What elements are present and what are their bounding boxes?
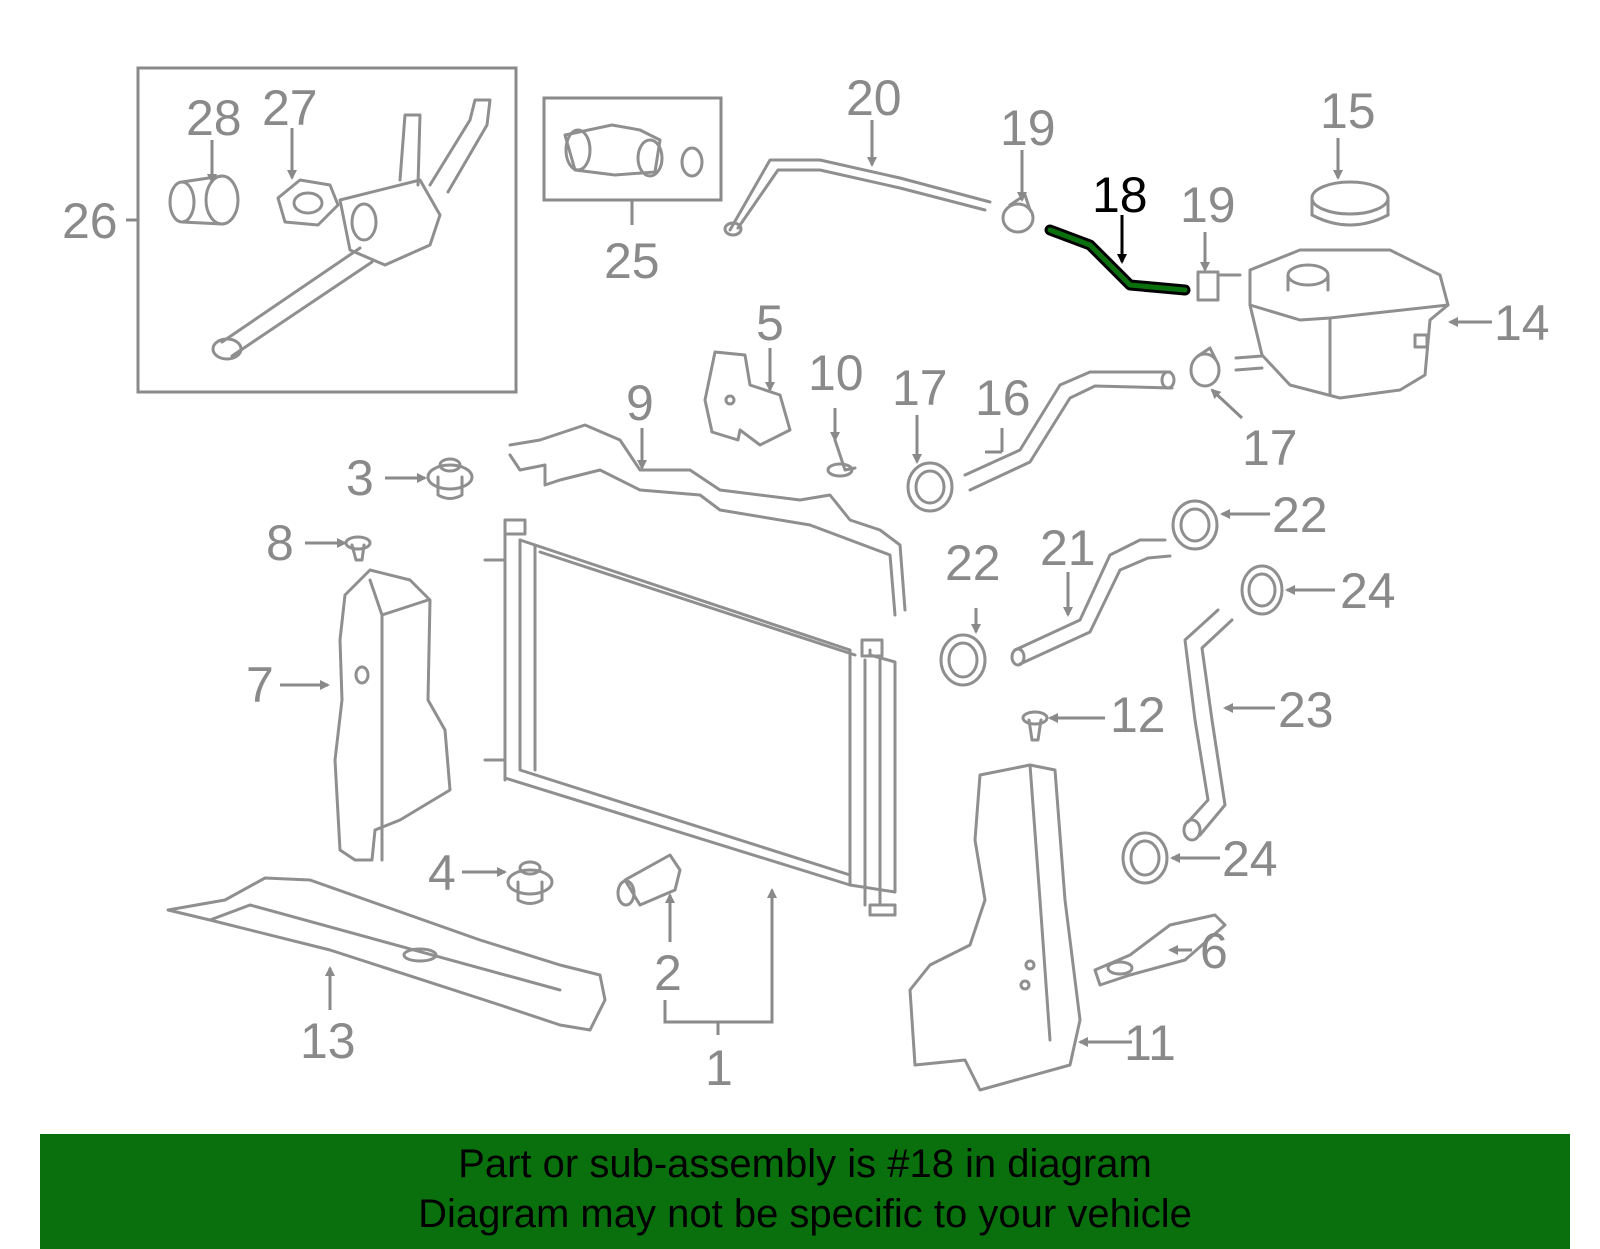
part-23-hose xyxy=(1182,608,1234,842)
callout-6: 6 xyxy=(1200,923,1228,979)
part-20-pipe xyxy=(723,158,992,237)
part-17-clamp-left xyxy=(906,461,954,513)
callout-10: 10 xyxy=(808,345,864,401)
part-18-hose-highlighted xyxy=(1044,224,1191,296)
part-24-clamp-lower xyxy=(1121,831,1169,885)
callout-22-right: 22 xyxy=(1272,487,1328,543)
part-19-clamp-right xyxy=(1196,270,1242,302)
callout-17-left: 17 xyxy=(892,360,948,416)
callout-14: 14 xyxy=(1494,295,1550,351)
callout-labels: 28 27 26 25 20 19 18 19 15 14 5 10 17 16… xyxy=(62,70,1550,1096)
callout-2: 2 xyxy=(654,945,682,1001)
part-10-clip xyxy=(826,438,857,478)
callout-23: 23 xyxy=(1278,682,1334,738)
callout-17-right: 17 xyxy=(1242,420,1298,476)
part-17-clamp-right xyxy=(1189,346,1221,388)
part-11-side-panel xyxy=(908,763,1082,1092)
part-9-support xyxy=(508,423,907,617)
part-22-clamp-right xyxy=(1171,499,1219,551)
callout-21: 21 xyxy=(1040,520,1096,576)
callout-16: 16 xyxy=(975,370,1031,426)
part-19-clamp-left xyxy=(1001,193,1035,234)
part-thermostat-gasket xyxy=(276,178,340,227)
callout-25: 25 xyxy=(604,233,660,289)
part-14-reservoir xyxy=(1234,248,1450,400)
callout-5: 5 xyxy=(756,295,784,351)
callout-11: 11 xyxy=(1124,1015,1176,1071)
callout-26: 26 xyxy=(62,193,118,249)
info-banner: Part or sub-assembly is #18 in diagram D… xyxy=(40,1134,1570,1249)
callout-20: 20 xyxy=(846,70,902,126)
callout-19-right: 19 xyxy=(1180,177,1236,233)
callout-28: 28 xyxy=(186,90,242,146)
part-24-clamp-upper xyxy=(1240,564,1284,616)
callout-15: 15 xyxy=(1320,83,1376,139)
part-12-pin xyxy=(1021,710,1049,742)
part-3-fastener xyxy=(426,457,474,500)
callout-7: 7 xyxy=(246,657,274,713)
callout-19-left: 19 xyxy=(1000,100,1056,156)
callout-1: 1 xyxy=(705,1040,733,1096)
part-thermostat xyxy=(168,174,240,226)
callout-18: 18 xyxy=(1092,167,1148,223)
banner-line-1: Part or sub-assembly is #18 in diagram xyxy=(458,1142,1152,1186)
callout-27: 27 xyxy=(262,80,318,136)
part-8-pin xyxy=(344,535,372,562)
part-2-sensor xyxy=(616,853,682,907)
part-15-cap xyxy=(1310,180,1390,227)
part-1-radiator xyxy=(483,518,897,917)
callout-22-left: 22 xyxy=(945,535,1001,591)
callout-24-lower: 24 xyxy=(1222,831,1278,887)
callout-9: 9 xyxy=(626,375,654,431)
part-16-hose xyxy=(963,370,1176,492)
callout-8: 8 xyxy=(266,515,294,571)
part-13-lower-deflector xyxy=(166,876,607,1032)
part-hose-fitting xyxy=(563,123,704,178)
callout-4: 4 xyxy=(428,845,456,901)
callout-13: 13 xyxy=(300,1013,356,1069)
part-22-clamp-left xyxy=(939,633,987,687)
part-5-bracket xyxy=(703,350,792,447)
banner-line-2: Diagram may not be specific to your vehi… xyxy=(418,1192,1192,1236)
callout-12: 12 xyxy=(1110,687,1166,743)
callout-24-upper: 24 xyxy=(1340,563,1396,619)
part-thermostat-housing xyxy=(211,98,492,361)
inset-box-thermostat xyxy=(136,66,518,394)
part-4-fastener xyxy=(506,860,554,905)
part-6-bracket xyxy=(1093,913,1227,987)
part-7-air-deflector xyxy=(333,568,452,862)
leader-lines xyxy=(126,120,1492,1047)
part-21-hose xyxy=(1010,538,1172,667)
callout-3: 3 xyxy=(346,450,374,506)
